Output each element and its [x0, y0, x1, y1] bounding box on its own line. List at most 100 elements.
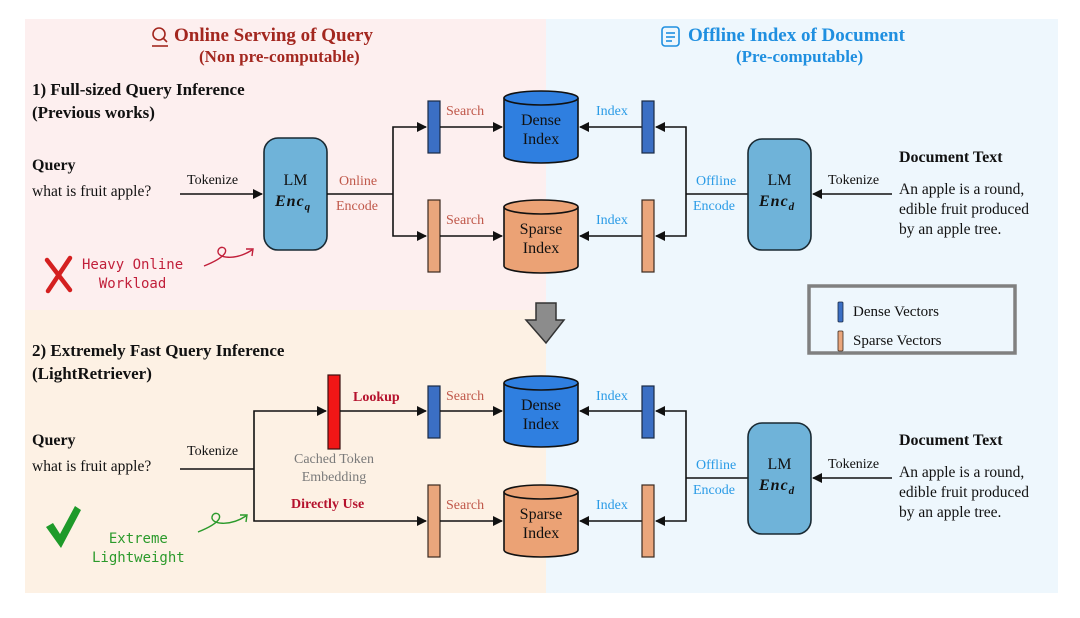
curly-arrow-head: [246, 248, 254, 257]
doc-line: by an apple tree.: [899, 221, 1002, 239]
note-line: Heavy Online: [82, 257, 184, 273]
sparse-word: Sparse: [519, 506, 563, 523]
enc-subscript: d: [788, 485, 795, 498]
online-header-title: Online Serving of Query: [174, 25, 373, 46]
online-panel-background-lower: [25, 310, 546, 593]
index-word: Index: [522, 525, 560, 543]
query-dense-vector: [427, 100, 441, 154]
doc2-text-content: An apple is a round, edible fruit produc…: [899, 463, 1029, 523]
offline-label: Offline: [696, 174, 737, 189]
heavy-workload-note: Heavy Online Workload: [82, 256, 183, 294]
index2-dense-label: Index: [596, 389, 628, 404]
enc-subscript: d: [788, 201, 795, 214]
doc-lm-encoder-box: [747, 138, 812, 251]
section1-query-label: Query: [32, 157, 76, 174]
offline2-to-sparse-arrow: [655, 478, 687, 526]
legend-box: [807, 284, 1017, 355]
section2-subtitle: (LightRetriever): [32, 364, 152, 383]
lookup-label: Lookup: [353, 390, 400, 405]
query2-sparse-vector: [427, 484, 441, 558]
directly-use-label: Directly Use: [291, 497, 365, 512]
legend-sparse-label: Sparse Vectors: [853, 333, 942, 349]
index-word: Index: [522, 131, 560, 149]
offline2-encode-label: Encode: [693, 483, 735, 498]
legend-dense-swatch: [837, 301, 844, 323]
doc-lm-label: LM: [767, 172, 792, 189]
search-sparse-label: Search: [446, 213, 485, 228]
doc-line: edible fruit produced: [899, 201, 1029, 219]
document-icon: [661, 26, 680, 47]
offline-header-subtitle: (Pre-computable): [736, 47, 864, 66]
section1-enc-label: Encq: [275, 193, 310, 214]
offline-to-sparse-arrow: [655, 194, 687, 241]
sparse-index-cylinder: [503, 199, 579, 274]
enc-subscript: q: [304, 201, 311, 214]
offline2-to-dense-arrow: [655, 406, 687, 478]
online-encode-label: Encode: [336, 199, 378, 214]
query2-dense-vector: [427, 385, 441, 439]
enc-text: Enc: [275, 193, 305, 210]
offline-header-title: Offline Index of Document: [688, 25, 905, 46]
online-label: Online: [339, 174, 378, 189]
doc-sparse-vector: [641, 199, 655, 273]
doc2-text-label: Document Text: [899, 432, 1003, 449]
cached-token-embedding-label: Cached Token Embedding: [288, 451, 380, 486]
legend-dense-label: Dense Vectors: [853, 304, 939, 320]
section1-flow: [44, 90, 892, 294]
section2-tokenize-label: Tokenize: [187, 444, 239, 459]
doc-text-content: An apple is a round, edible fruit produc…: [899, 180, 1029, 240]
down-arrow-icon: [524, 302, 566, 345]
index2-sparse-label: Index: [596, 498, 628, 513]
query-sparse-vector: [427, 199, 441, 273]
legend-sparse-swatch: [837, 330, 844, 352]
dense-word: Dense: [521, 397, 561, 414]
doc-line: edible fruit produced: [899, 484, 1029, 502]
section1-title: 1) Full-sized Query Inference: [32, 80, 245, 99]
doc-line: by an apple tree.: [899, 504, 1002, 522]
doc2-lm-label: LM: [767, 456, 792, 473]
doc2-enc-label: Encd: [759, 477, 794, 498]
offline2-label: Offline: [696, 458, 737, 473]
dense-index-cylinder-2: [503, 375, 579, 448]
doc2-dense-vector: [641, 385, 655, 439]
sparse-word: Sparse: [519, 221, 563, 238]
enc-text: Enc: [759, 193, 789, 210]
cross-icon: [44, 255, 73, 294]
section2-flow: [46, 374, 892, 558]
directly-use-arrow: [253, 469, 427, 526]
online-header-subtitle: (Non pre-computable): [199, 47, 360, 66]
cached-line: Embedding: [301, 469, 367, 485]
section1-tokenize-label: Tokenize: [187, 173, 239, 188]
to-sparse-vector-arrow: [392, 194, 427, 241]
doc-line: An apple is a round,: [899, 464, 1025, 481]
note-line: Lightweight: [92, 549, 185, 566]
section1-lm-label: LM: [283, 172, 308, 189]
note-line: Extreme: [108, 531, 168, 547]
index-sparse-label: Index: [596, 213, 628, 228]
sparse-index-cylinder-2: [503, 484, 579, 558]
curly-arrow-icon-2: [197, 512, 247, 533]
index-word: Index: [522, 416, 560, 434]
note-line: Workload: [98, 275, 167, 292]
curly-arrow-icon: [203, 246, 253, 267]
cached-line: Cached Token: [293, 452, 374, 467]
check-icon: [46, 506, 81, 548]
offline-to-dense-arrow: [655, 122, 687, 194]
doc2-tokenize-label: Tokenize: [828, 457, 880, 472]
section2-query-label: Query: [32, 432, 76, 449]
enc-text: Enc: [759, 477, 789, 494]
extreme-lightweight-note: Extreme Lightweight: [92, 530, 185, 568]
index-word: Index: [522, 240, 560, 258]
search2-dense-label: Search: [446, 389, 485, 404]
search2-sparse-label: Search: [446, 498, 485, 513]
doc-line: An apple is a round,: [899, 181, 1025, 198]
cached-token-embedding: [327, 374, 341, 450]
search-person-icon: [152, 27, 168, 47]
dense-index-cylinder: [503, 90, 579, 164]
section2-query-text: what is fruit apple?: [32, 458, 152, 475]
doc-enc-label: Encd: [759, 193, 794, 214]
doc-text-label: Document Text: [899, 149, 1003, 166]
